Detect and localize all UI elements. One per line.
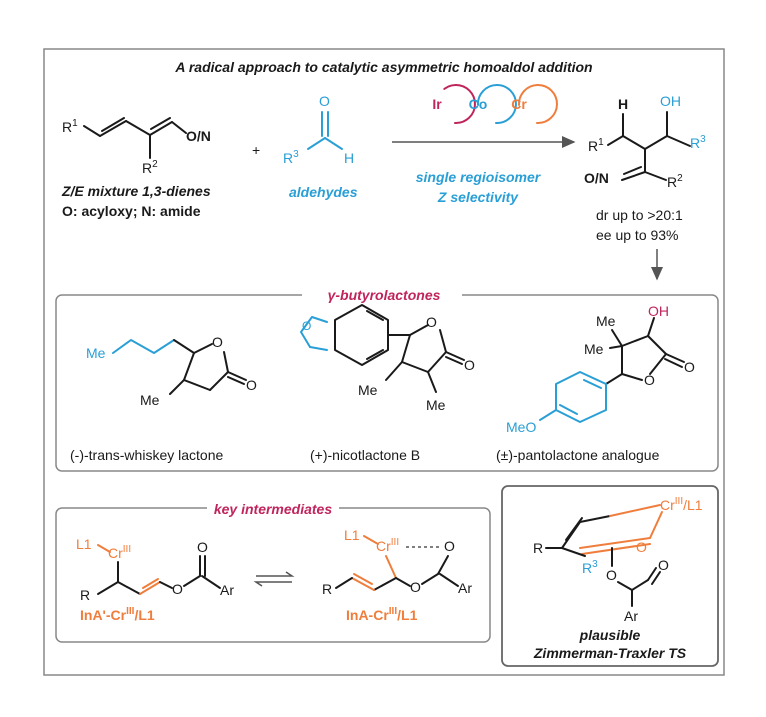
equilibrium-arrows [253, 571, 295, 587]
ts-structure: R CrIII/L1 O R3 O O Ar [533, 496, 703, 624]
product-on: O/N [584, 170, 609, 186]
product-oh: OH [660, 93, 681, 109]
ts-o2: O [606, 567, 617, 583]
panto-meo: MeO [506, 419, 536, 435]
inA-prime-o: O [172, 581, 183, 597]
panto-me-1: Me [596, 313, 616, 329]
ir-label: Ir [432, 96, 442, 112]
panto-oh: OH [648, 303, 669, 319]
aldehyde-r3: R3 [283, 149, 299, 166]
aldehyde-structure: O R3 H [283, 93, 354, 166]
nico-o-1: O [302, 319, 311, 333]
ts-r3: R3 [582, 559, 598, 576]
nico-me-2: Me [426, 397, 446, 413]
diene-structure: R1 R2 O/N [62, 117, 211, 176]
intermediates-heading: key intermediates [214, 501, 332, 517]
inA-cr: CrIII [376, 537, 399, 554]
cr-ring [517, 84, 558, 125]
co-ring [476, 84, 517, 125]
intermediate-left-label: InA'-CrIII/L1 [80, 606, 155, 623]
inA-prime-co: O [197, 539, 208, 555]
ts-label-1: plausible [579, 627, 641, 643]
scheme-title: A radical approach to catalytic asymmetr… [174, 59, 592, 75]
inA-co: O [444, 538, 455, 554]
outer-frame [43, 48, 725, 676]
lactone-label-1: (-)-trans-whiskey lactone [70, 447, 223, 463]
ts-cr: CrIII/L1 [660, 496, 703, 513]
panto-carbonyl-o: O [684, 359, 695, 375]
aldehyde-o: O [319, 93, 330, 109]
ts-panel [501, 485, 719, 667]
ee-text: ee up to 93% [596, 227, 679, 243]
panto-ring-o: O [644, 372, 655, 388]
diene-on: O/N [186, 128, 211, 144]
nico-me-1: Me [358, 382, 378, 398]
diene-label: Z/E mixture 1,3-dienes [61, 183, 211, 199]
nico-carbonyl-o: O [464, 357, 475, 373]
lactone-label-3: (±)-pantolactone analogue [496, 447, 660, 463]
ts-ar: Ar [624, 608, 638, 624]
whiskey-carbonyl-o: O [246, 377, 257, 393]
product-h: H [618, 96, 628, 112]
inA-l1: L1 [344, 527, 360, 543]
product-r3: R3 [690, 134, 706, 151]
whiskey-me-top: Me [86, 345, 106, 361]
whiskey-me: Me [140, 392, 160, 408]
inA-prime-ar: Ar [220, 582, 234, 598]
inA-r: R [322, 581, 332, 597]
ts-o: O [636, 539, 647, 555]
product-structure: H R1 OH R3 R2 O/N [584, 93, 706, 190]
diene-r1: R1 [62, 118, 78, 135]
whiskey-ring-o: O [212, 334, 223, 350]
inA-o: O [410, 579, 421, 595]
dr-text: dr up to >20:1 [596, 207, 683, 223]
ts-co: O [658, 557, 669, 573]
catalyst-trio: Ir Co Cr [421, 84, 558, 125]
diene-note: O: acyloxy; N: amide [62, 203, 201, 219]
intermediate-right-label: InA-CrIII/L1 [346, 606, 418, 623]
arrow-top-text: single regioisomer [416, 169, 542, 185]
aldehyde-label: aldehydes [289, 184, 358, 200]
co-label: Co [469, 96, 488, 112]
nicotlactone-structure: O O O Me Me [300, 304, 475, 413]
aldehyde-h: H [344, 150, 354, 166]
inA-prime-cr: CrIII [108, 544, 131, 561]
intermediate-right-structure: L1 CrIII O R O Ar [322, 527, 472, 597]
diene-r2: R2 [142, 159, 158, 176]
panto-me-2: Me [584, 341, 604, 357]
lactone-label-2: (+)-nicotlactone B [310, 447, 420, 463]
plus-sign: + [252, 142, 260, 158]
lactones-heading: γ-butyrolactones [328, 287, 441, 303]
intermediate-left-structure: L1 CrIII R O O Ar [76, 536, 234, 603]
ts-label-2: Zimmerman-Traxler TS [533, 645, 687, 661]
inA-prime-l1: L1 [76, 536, 92, 552]
ts-r: R [533, 540, 543, 556]
product-r1: R1 [588, 137, 604, 154]
whiskey-lactone-structure: Me O O Me [86, 334, 257, 408]
arrow-bottom-text: Z selectivity [437, 189, 519, 205]
pantolactone-structure: Me Me OH O O MeO [506, 303, 695, 435]
nico-ring-o: O [426, 314, 437, 330]
cr-label: Cr [511, 96, 527, 112]
inA-ar: Ar [458, 580, 472, 596]
product-r2: R2 [667, 173, 683, 190]
inA-prime-r: R [80, 587, 90, 603]
